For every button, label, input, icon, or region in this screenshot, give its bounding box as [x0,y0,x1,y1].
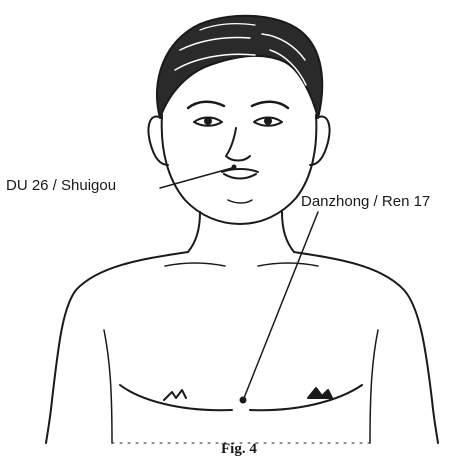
figure-caption: Fig. 4 [221,442,257,457]
ren17-label: Danzhong / Ren 17 [301,194,430,209]
ren17-point-marker [240,397,247,404]
ren17-leader-line [244,212,318,398]
neck [188,212,200,252]
du26-label: DU 26 / Shuigou [6,178,116,193]
right-shoulder [294,252,438,443]
nose [226,128,250,161]
left-shoulder [46,252,188,443]
du26-point-marker [232,165,237,170]
right-pectoral [250,385,362,410]
